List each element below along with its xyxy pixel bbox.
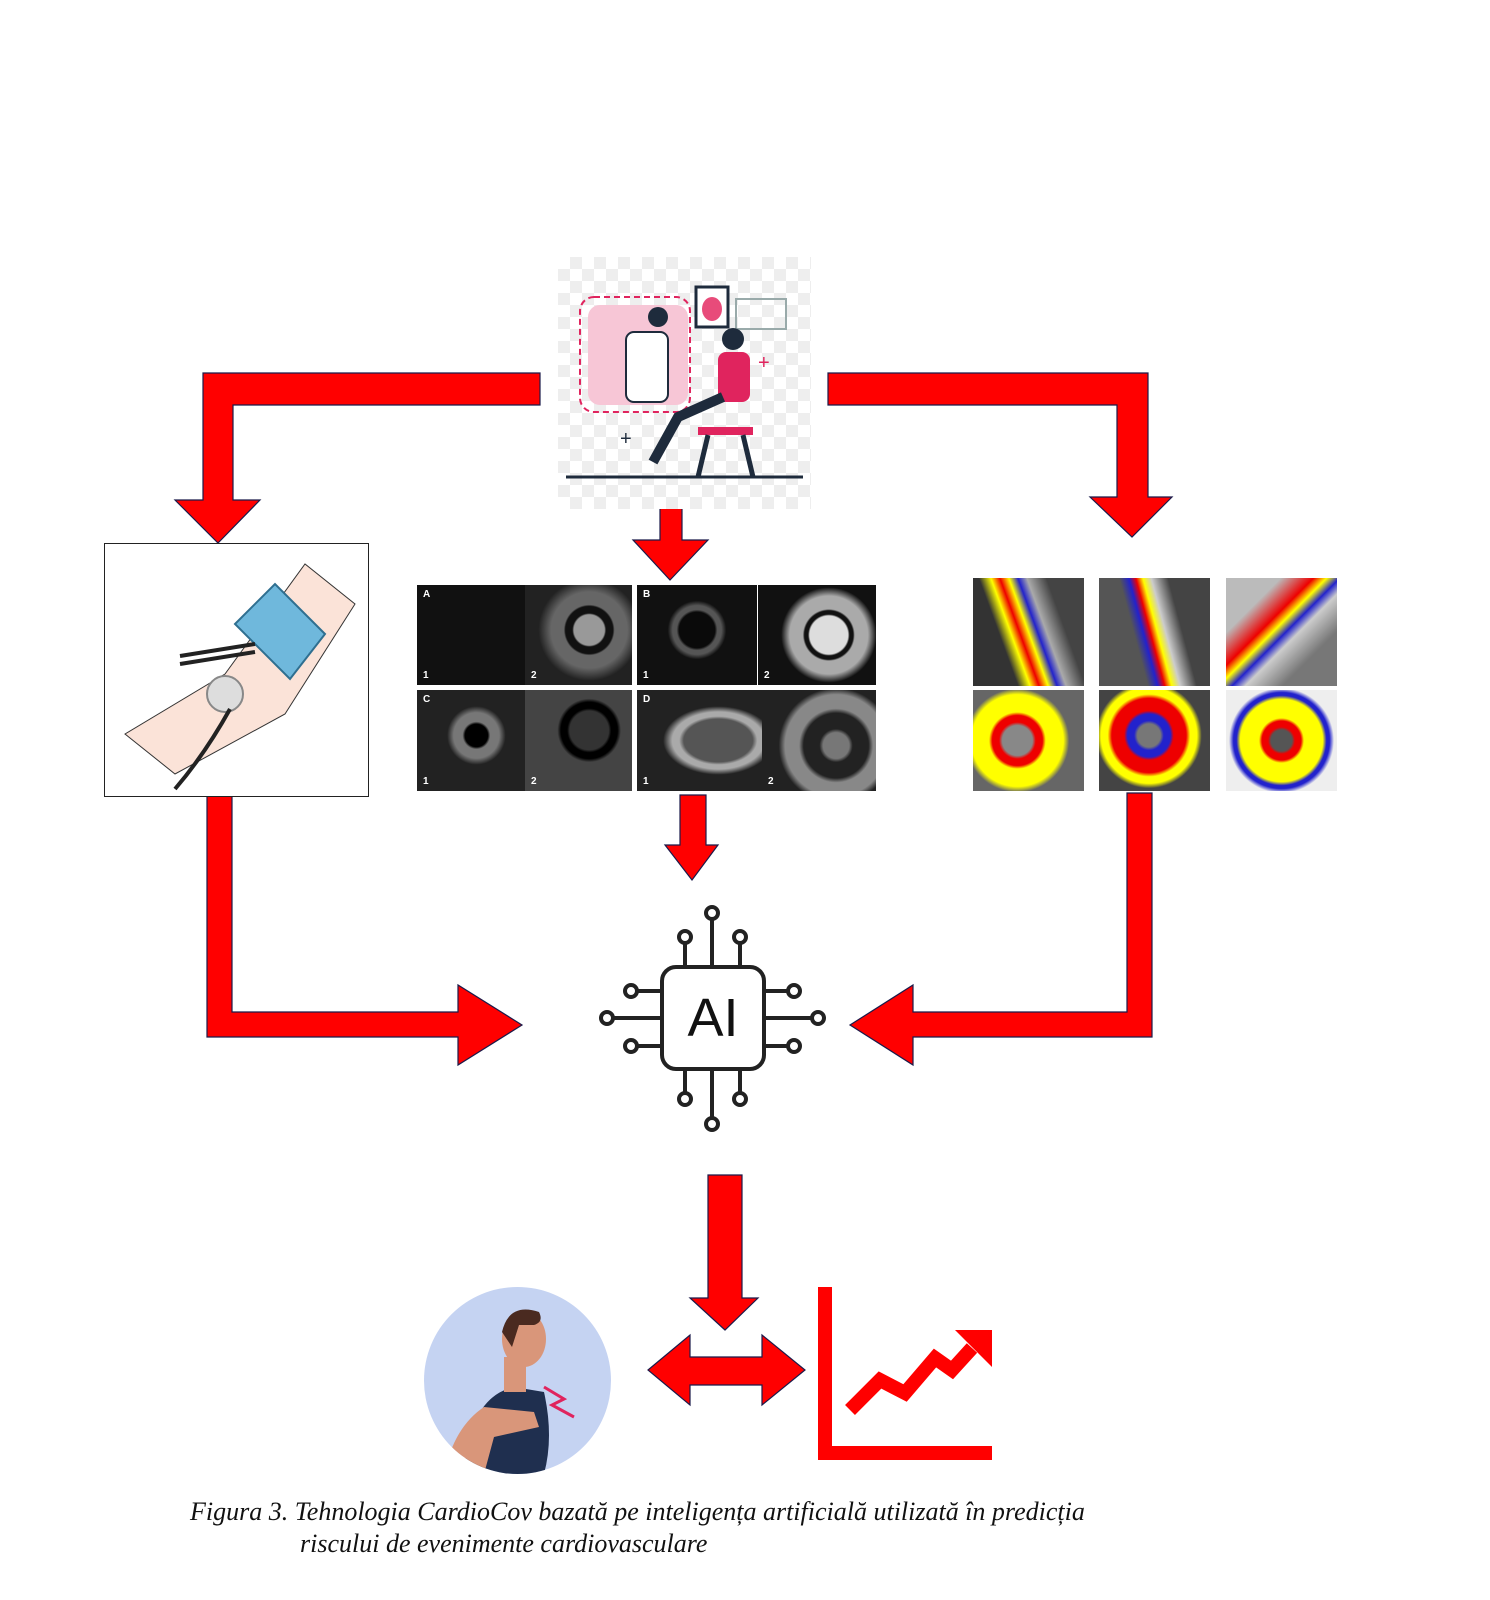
mri-panel-a2: 2 [525, 585, 632, 685]
ai-label: AI [687, 988, 739, 1048]
svg-text:+: + [758, 352, 770, 374]
vascular-heatmap-grid [973, 578, 1337, 791]
caption-line-1: Figura 3. Tehnologia CardioCov bazată pe… [190, 1497, 1085, 1526]
mri-panel-b2: 2 [758, 585, 876, 685]
heatmap-long-2 [1099, 578, 1210, 686]
heatmap-cross-3 [1226, 690, 1337, 791]
arrow-heatmaps-to-ai [848, 792, 1153, 1067]
arrow-ai-to-outcome [688, 1174, 760, 1331]
blood-pressure-illustration [104, 543, 369, 797]
mri-panel-d2: 2 [762, 690, 876, 791]
heatmap-long-1 [973, 578, 1084, 686]
arrow-to-heatmaps [827, 372, 1174, 538]
clinical-exam-illustration: + + [558, 257, 811, 509]
double-arrow [647, 1333, 806, 1407]
mri-panel-c2: 2 [525, 690, 632, 791]
arrow-to-blood-pressure [173, 372, 541, 544]
arrow-bp-to-ai [206, 792, 524, 1067]
heatmap-long-3 [1226, 578, 1337, 686]
figure-caption: Figura 3. Tehnologia CardioCov bazată pe… [190, 1496, 1085, 1560]
arrow-mri-to-ai [663, 794, 720, 881]
risk-chart-icon [818, 1287, 992, 1460]
heatmap-cross-1 [973, 690, 1084, 791]
caption-line-2: riscului de evenimente cardiovasculare [300, 1529, 708, 1558]
heatmap-cross-2 [1099, 690, 1210, 791]
svg-text:+: + [620, 428, 632, 450]
ai-chip-icon: AI [595, 903, 830, 1133]
patient-chest-pain-illustration [424, 1287, 611, 1474]
